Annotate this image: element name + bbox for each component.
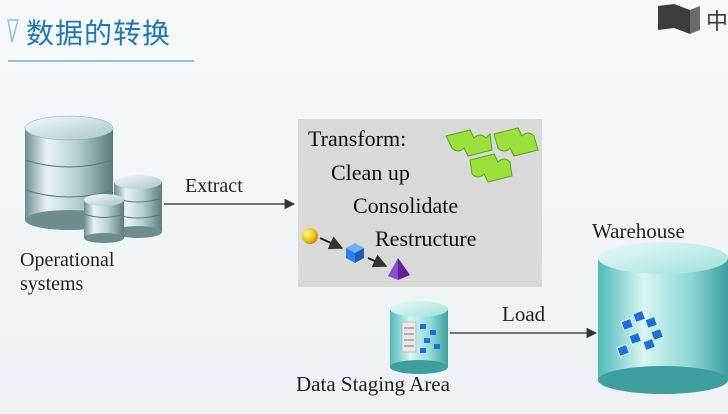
page-title: 数据的转换 [26, 17, 172, 50]
puzzle-pieces-icon [445, 127, 539, 183]
transform-heading: Transform: [308, 126, 407, 151]
book-logo-icon [658, 4, 700, 34]
transform-step-clean-up: Clean up [331, 160, 410, 185]
load-label: Load [502, 302, 546, 326]
transform-step-consolidate: Consolidate [353, 193, 459, 218]
warehouse-database-icon [598, 242, 728, 394]
operational-systems-label-line1: Operational [20, 249, 115, 271]
cube-icon [346, 243, 364, 263]
operational-systems-database-icon [24, 115, 163, 243]
pyramid-icon [388, 258, 410, 280]
staging-area-database-icon [390, 301, 448, 374]
title-underline [8, 60, 194, 62]
sphere-icon [302, 228, 318, 244]
arrow-icon [319, 236, 344, 250]
warehouse-label: Warehouse [592, 219, 685, 243]
title-accent-icon [7, 19, 19, 43]
transform-step-restructure: Restructure [375, 226, 477, 251]
extract-label: Extract [185, 175, 243, 197]
data-staging-area-label: Data Staging Area [296, 372, 450, 396]
corner-logo-text: 中 [706, 10, 728, 35]
operational-systems-label: Operational systems [20, 248, 114, 296]
arrow-icon [367, 254, 388, 268]
operational-systems-label-line2: systems [20, 273, 84, 295]
